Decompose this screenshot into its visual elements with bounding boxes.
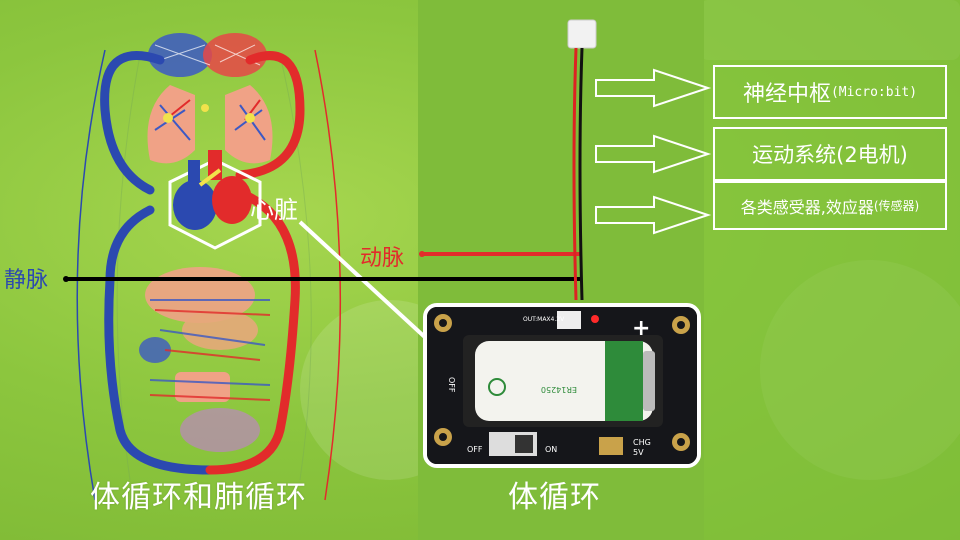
heart [173, 150, 252, 230]
plus-sign: + [632, 316, 650, 341]
battery-model: ER14250 [541, 385, 577, 394]
sensors-sub: (传感器) [873, 199, 920, 213]
central-nervous-box: 神经中枢(Micro:bit) [713, 65, 947, 119]
body-outline-left [76, 49, 106, 501]
arrow-to-central [595, 68, 712, 108]
central-nervous-sub: (Micro:bit) [830, 84, 918, 100]
body-outline-inner-right [279, 54, 312, 481]
lungs [147, 85, 273, 164]
motor-system-label: 运动系统(2电机) [752, 143, 908, 167]
motor-system-box: 运动系统(2电机) [713, 127, 947, 181]
battery-board-photo: + ER14250 OFF OFF ON CHG 5V OUT:MAX4.2V [423, 303, 701, 468]
vein-path [100, 51, 215, 475]
abdominal-organs [139, 267, 271, 452]
caption-systemic: 体循环 [508, 480, 601, 515]
chg-label: CHG [633, 438, 651, 447]
right-panel [704, 0, 960, 540]
battery-green-band [605, 341, 643, 421]
off-side-label: OFF [447, 377, 456, 393]
head-capillaries [148, 33, 267, 77]
jst-connector [557, 311, 581, 329]
switch-knob [515, 435, 533, 453]
chg-voltage: 5V [633, 448, 644, 457]
artery-pointer-dot [419, 251, 425, 257]
battery-terminal [643, 351, 655, 411]
heart-label: 心脏 [250, 196, 298, 224]
sensors-label: 各类感受器,效应器 [740, 197, 874, 217]
artery-label: 动脉 [360, 246, 405, 271]
battery-board: + ER14250 OFF OFF ON CHG 5V OUT:MAX4.2V [427, 307, 697, 464]
vein-label: 静脉 [4, 268, 49, 293]
cable [567, 19, 597, 301]
sensors-box: 各类感受器,效应器(传感器) [713, 181, 947, 230]
central-nervous-label: 神经中枢 [742, 82, 831, 107]
arrow-to-sensors [595, 195, 712, 235]
body-outline-right [314, 49, 342, 501]
body-outline-inner-left [116, 54, 141, 481]
artery-path [205, 51, 305, 475]
pcb-output-text: OUT:MAX4.2V [523, 316, 565, 323]
battery-logo [488, 378, 506, 396]
arrow-to-motor [595, 134, 712, 174]
caption-systemic-pulmonary: 体循环和肺循环 [90, 480, 307, 515]
power-led [591, 315, 599, 323]
switch-off-label: OFF [467, 445, 483, 454]
switch-on-label: ON [545, 445, 557, 454]
usb-port [599, 437, 623, 455]
vein-pointer-dot [63, 276, 69, 282]
